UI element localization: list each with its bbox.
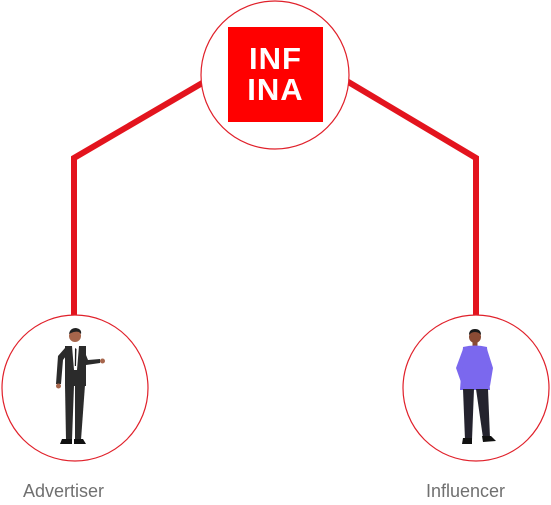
- logo-text-line1: INF: [249, 41, 302, 76]
- businessman-figure: [56, 328, 105, 444]
- advertiser-label: Advertiser: [23, 481, 105, 501]
- advertiser-node: [1, 314, 149, 462]
- connector-line-right: [343, 77, 479, 318]
- connector-line-left: [71, 79, 206, 318]
- casual-person-figure: [456, 329, 496, 444]
- infina-logo: INF INA: [228, 27, 323, 122]
- influencer-label: Influencer: [426, 481, 506, 501]
- logo-box: [228, 27, 323, 122]
- influencer-node: [402, 314, 550, 462]
- center-node: INF INA: [200, 0, 350, 150]
- logo-text-line2: INA: [247, 72, 303, 107]
